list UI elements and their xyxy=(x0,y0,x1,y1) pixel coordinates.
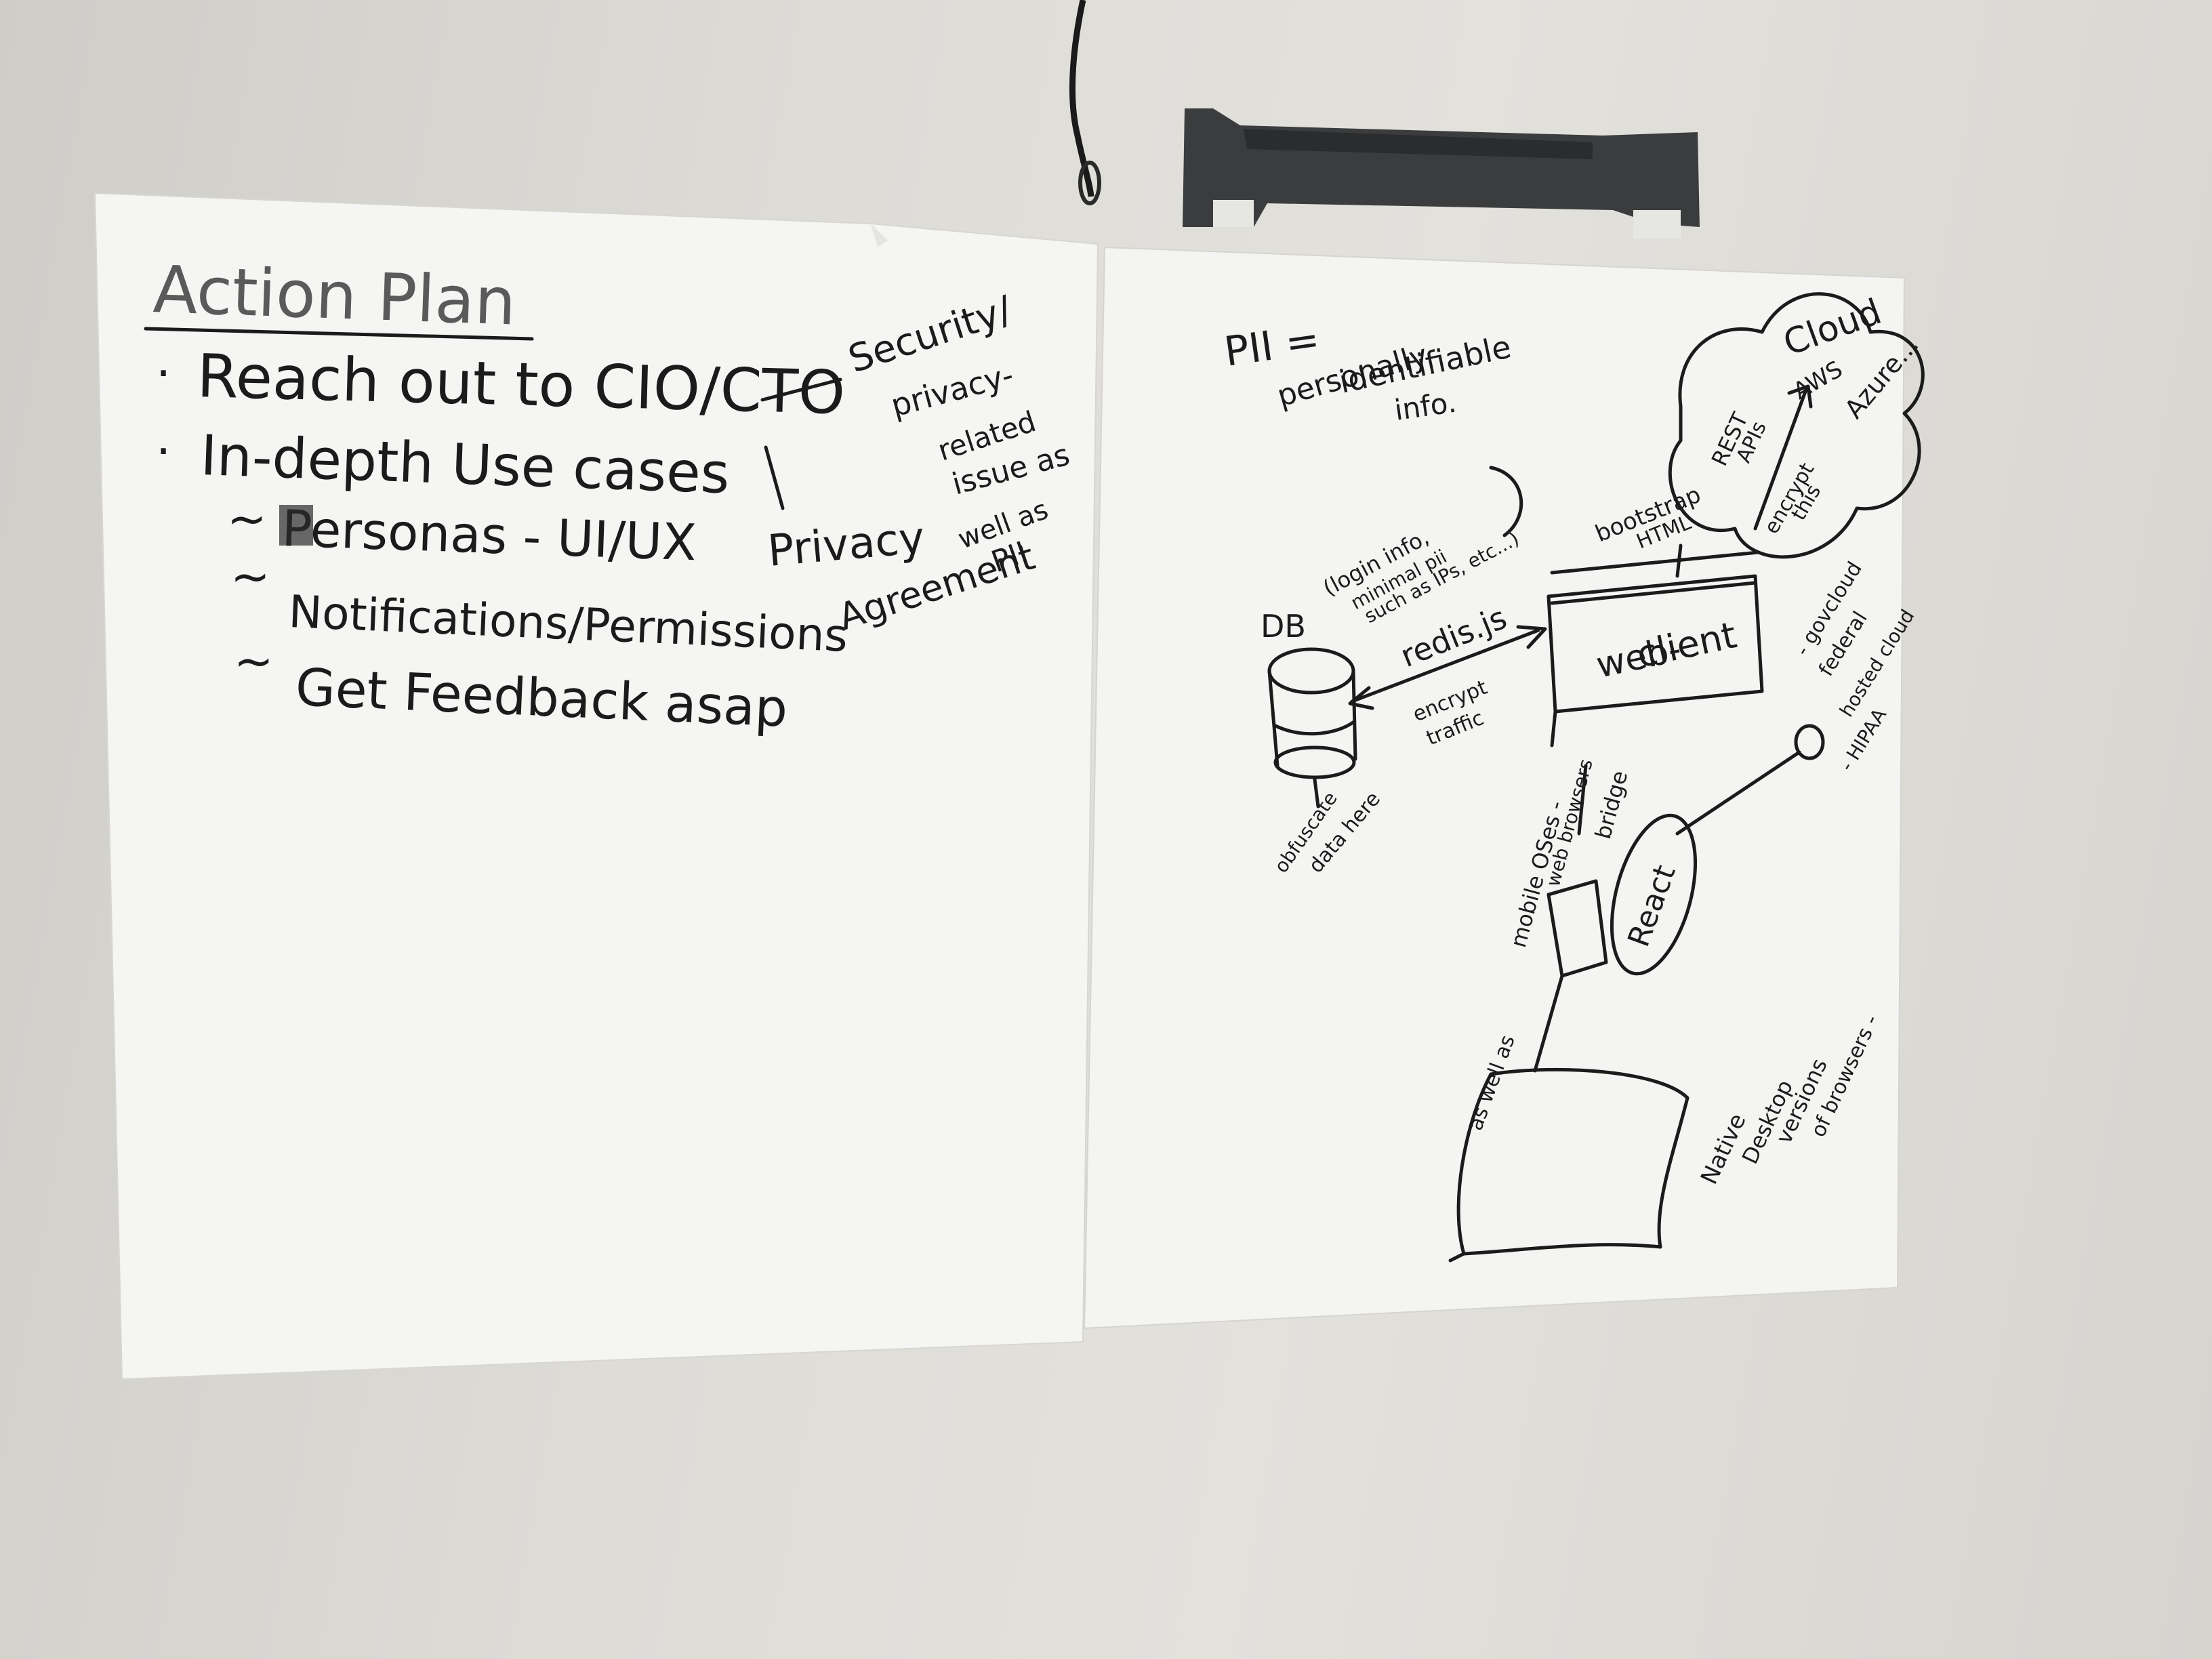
tilde-2: ~ xyxy=(230,549,270,605)
cord-loop xyxy=(1078,161,1101,205)
action-plan-title: Action Plan xyxy=(152,251,517,340)
web-client-box xyxy=(1547,574,1764,714)
left-paper-sheet xyxy=(94,192,1099,1380)
desktop-blob xyxy=(1448,1067,1689,1263)
right-paper-sheet xyxy=(1083,246,1906,1330)
db-label: DB xyxy=(1261,608,1306,644)
mobile-connector xyxy=(1533,974,1564,1073)
cloud-shape xyxy=(1668,292,1925,559)
tilde-3: ~ xyxy=(234,634,274,689)
api-arrowhead xyxy=(1787,384,1813,409)
web-client-stand xyxy=(1550,710,1557,747)
react-oval xyxy=(1610,813,1698,976)
api-arrow xyxy=(1753,388,1808,531)
small-node-circle xyxy=(1794,724,1825,760)
title-underline xyxy=(144,327,534,341)
db-down-line xyxy=(1313,777,1320,808)
web-client-topbar xyxy=(1550,550,1761,605)
wall-hanger xyxy=(1183,108,1700,239)
bullet-2: · xyxy=(156,424,171,479)
mobile-separator xyxy=(1577,764,1588,836)
bullet-1: · xyxy=(156,346,171,401)
db-cylinder xyxy=(1267,647,1357,779)
redis-arrow xyxy=(1350,628,1540,703)
connector-privacy xyxy=(764,445,785,510)
db-note-paren xyxy=(1489,466,1523,537)
redis-arrowhead-left xyxy=(1348,686,1374,710)
bootstrap-arrow xyxy=(1675,544,1683,578)
action-subitem-1: Personas - UI/UX xyxy=(281,499,697,572)
connector-security xyxy=(760,377,842,402)
hanging-cord xyxy=(1069,0,1094,197)
redis-arrowhead-right xyxy=(1516,625,1547,649)
mobile-device xyxy=(1547,879,1608,978)
action-item-1: Reach out to CIO/CTO xyxy=(196,341,846,428)
scribble-mark xyxy=(279,505,313,546)
react-connector xyxy=(1675,750,1801,836)
tilde-1: ~ xyxy=(227,491,267,547)
